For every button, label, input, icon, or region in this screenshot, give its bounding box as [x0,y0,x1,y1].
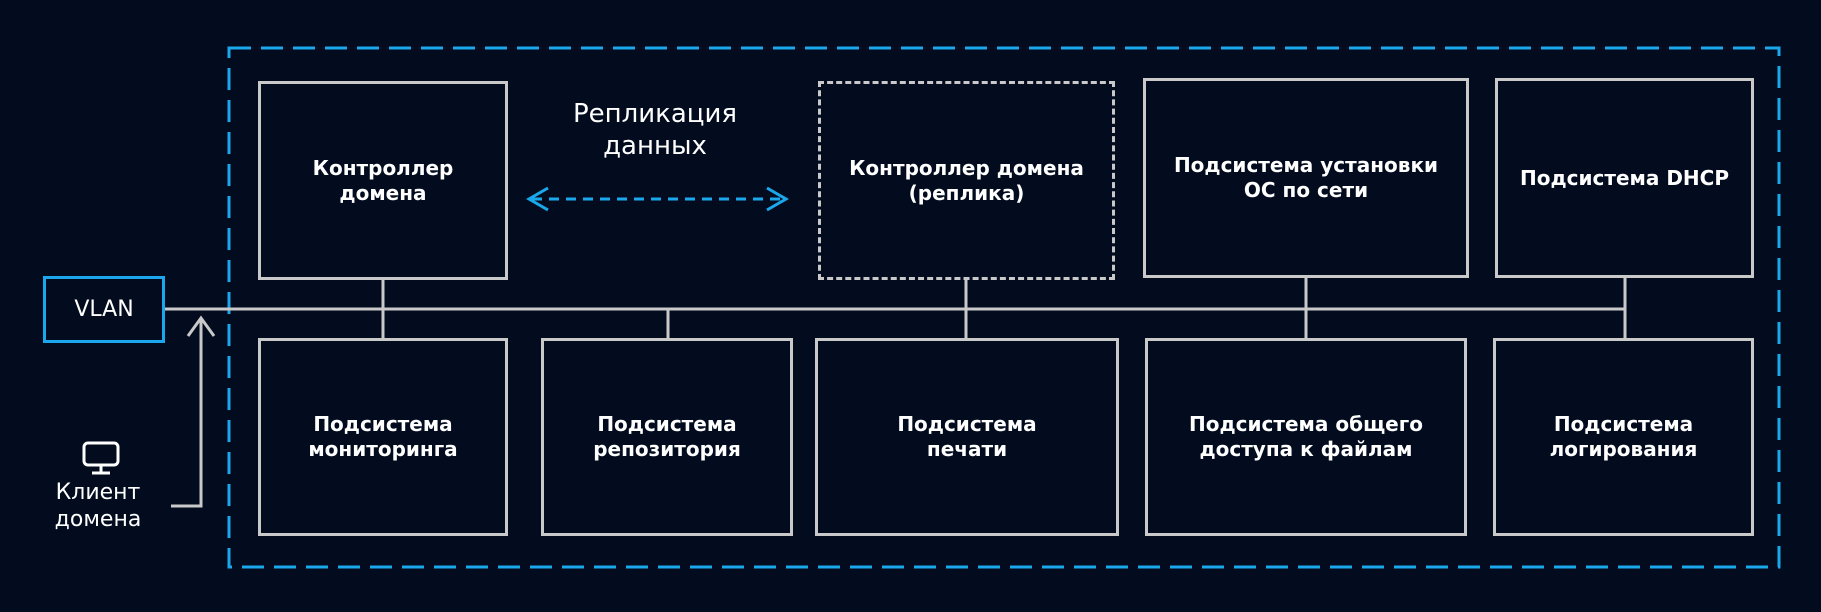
vlan-label: VLAN [74,297,134,322]
monitor-icon [82,441,120,475]
replication-arrowhead-left [526,186,549,212]
domain-controller-replica-box: Контроллер домена (реплика) [818,81,1115,280]
file-share-subsystem-box: Подсистема общего доступа к файлам [1145,338,1467,536]
print-subsystem-box: Подсистема печати [815,338,1119,536]
repository-subsystem-label: Подсистема репозитория [593,412,741,461]
dhcp-subsystem-label: Подсистема DHCP [1520,165,1729,190]
os-install-subsystem-box: Подсистема установки ОС по сети [1143,78,1469,278]
repository-subsystem-box: Подсистема репозитория [541,338,793,536]
replication-arrowhead-right [766,186,789,212]
print-subsystem-label: Подсистема печати [897,412,1037,461]
client-label: Клиент домена [54,480,142,532]
monitoring-subsystem-label: Подсистема мониторинга [308,412,458,461]
domain-controller-box: Контроллер домена [258,81,508,280]
file-share-subsystem-label: Подсистема общего доступа к файлам [1189,412,1423,461]
logging-subsystem-label: Подсистема логирования [1549,412,1698,461]
client-uplink-arrowhead [186,315,216,337]
client-uplink-arrow [171,320,203,508]
domain-controller-replica-label: Контроллер домена (реплика) [849,155,1084,205]
replication-label: Репликация данных [572,99,738,161]
dhcp-subsystem-box: Подсистема DHCP [1495,78,1754,278]
monitoring-subsystem-box: Подсистема мониторинга [258,338,508,536]
logging-subsystem-box: Подсистема логирования [1493,338,1754,536]
vlan-node: VLAN [43,276,165,343]
os-install-subsystem-label: Подсистема установки ОС по сети [1173,153,1439,202]
domain-controller-label: Контроллер домена [312,155,454,205]
